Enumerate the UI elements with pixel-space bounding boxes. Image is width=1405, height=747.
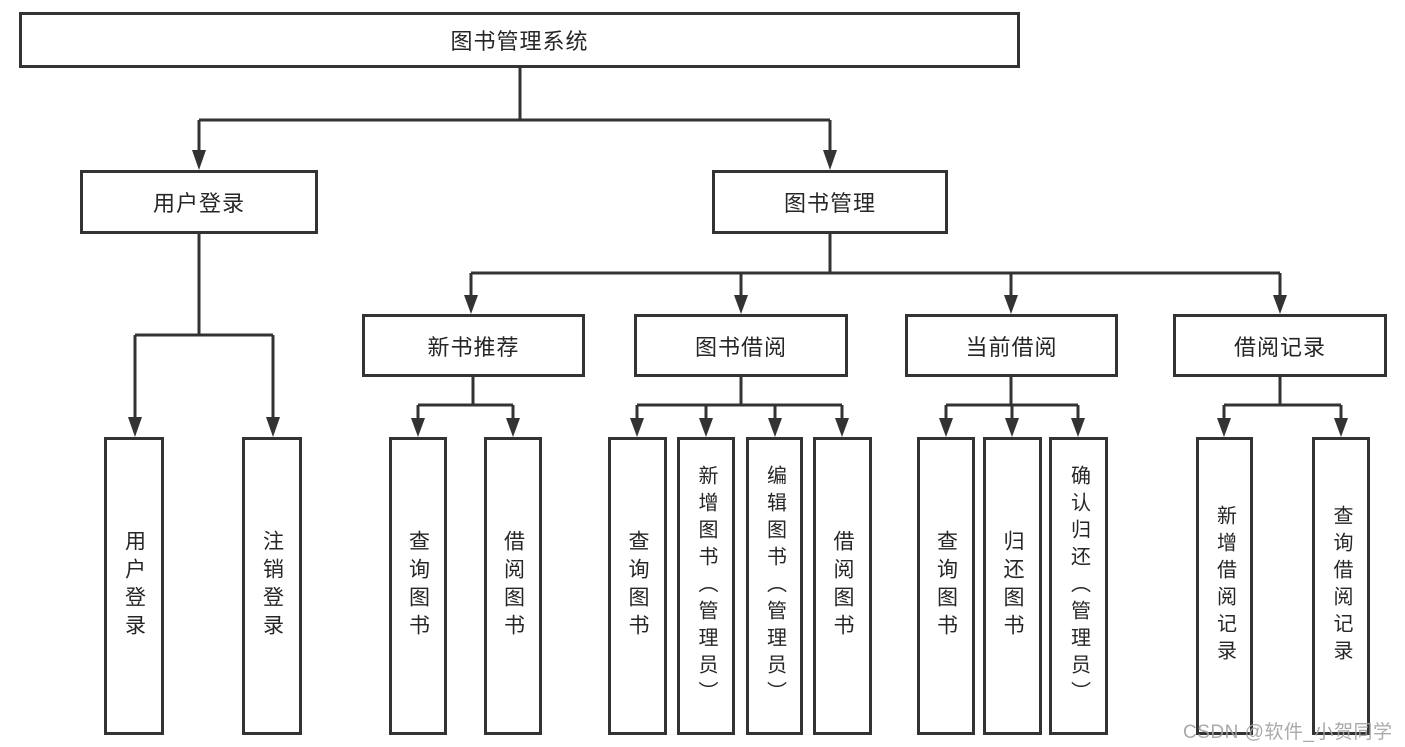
connector-group-root (192, 68, 837, 170)
node-leaf-query-borrow-record: 查询借阅记录 (1312, 437, 1370, 735)
node-label: 图书管理系统 (450, 29, 589, 54)
node-label: 用户登录 (122, 530, 146, 642)
node-book-borrowing: 图书借阅 (634, 314, 848, 377)
connector-arrow-down (768, 418, 782, 437)
connector-arrow-down (1005, 418, 1019, 437)
node-leaf-logout: 注销登录 (242, 437, 302, 735)
node-label: 新增图书（管理员） (695, 464, 717, 708)
connector-group-book-borrow (630, 377, 849, 437)
node-leaf-return-books: 归还图书 (983, 437, 1042, 735)
node-leaf-query-books: 查询图书 (389, 437, 447, 735)
node-label: 查询图书 (406, 530, 430, 642)
node-label: 图书借阅 (694, 334, 787, 360)
node-label: 用户登录 (152, 191, 245, 216)
connector-arrow-down (1217, 418, 1231, 437)
connector-arrow-down (823, 150, 837, 170)
connector-arrow-down (835, 418, 849, 437)
node-user-login: 用户登录 (80, 170, 318, 234)
connector-arrow-down (1071, 418, 1085, 437)
node-label: 注销登录 (260, 530, 284, 642)
connector-arrow-down (939, 418, 953, 437)
connector-arrow-down (630, 418, 644, 437)
node-label: 编辑图书（管理员） (763, 464, 786, 708)
node-book-management: 图书管理 (712, 170, 948, 234)
node-leaf-edit-books-admin: 编辑图书（管理员） (746, 437, 803, 735)
node-label: 新书推荐 (427, 334, 520, 360)
node-label: 借阅图书 (831, 530, 854, 642)
connector-arrow-down (1004, 295, 1018, 314)
node-label: 归还图书 (1001, 530, 1024, 642)
connector-arrow-down (734, 295, 748, 314)
connector-group-borrow-records (1217, 377, 1348, 437)
connector-arrow-down (464, 295, 478, 314)
node-leaf-add-borrow-record: 新增借阅记录 (1196, 437, 1253, 735)
csdn-watermark: CSDN @软件_小贺同学 (1183, 722, 1393, 743)
node-root-system: 图书管理系统 (19, 12, 1020, 68)
node-label: 查询借阅记录 (1330, 505, 1352, 667)
connector-arrow-down (699, 418, 713, 437)
connector-group-user-login (128, 234, 280, 437)
connector-group-book-mgmt (464, 234, 1287, 314)
connector-group-new-book (411, 377, 520, 437)
node-leaf-add-books-admin: 新增图书（管理员） (677, 437, 735, 735)
node-label: 借阅记录 (1233, 334, 1326, 360)
node-leaf-user-login: 用户登录 (104, 437, 164, 735)
connector-arrow-down (1273, 295, 1287, 314)
connector-arrow-down (411, 418, 425, 437)
node-leaf-query-books: 查询图书 (608, 437, 667, 735)
connector-arrow-down (1334, 418, 1348, 437)
node-leaf-query-books: 查询图书 (917, 437, 975, 735)
node-label: 新增借阅记录 (1213, 505, 1236, 667)
connector-arrow-down (128, 417, 142, 437)
node-leaf-borrow-books: 借阅图书 (484, 437, 542, 735)
node-current-borrowing: 当前借阅 (905, 314, 1118, 377)
node-label: 查询图书 (934, 530, 958, 642)
connector-arrow-down (506, 418, 520, 437)
connector-arrow-down (192, 150, 206, 170)
node-label: 查询图书 (626, 530, 649, 642)
node-label: 借阅图书 (501, 530, 525, 642)
node-borrowing-records: 借阅记录 (1173, 314, 1387, 377)
node-new-book-recommendation: 新书推荐 (362, 314, 585, 377)
node-label: 当前借阅 (965, 334, 1058, 360)
node-leaf-confirm-return-admin: 确认归还（管理员） (1049, 437, 1108, 735)
connector-arrow-down (266, 417, 280, 437)
node-leaf-borrow-books: 借阅图书 (813, 437, 872, 735)
node-label: 确认归还（管理员） (1067, 464, 1090, 708)
connector-group-current-borrow (939, 377, 1085, 437)
node-label: 图书管理 (783, 191, 876, 216)
